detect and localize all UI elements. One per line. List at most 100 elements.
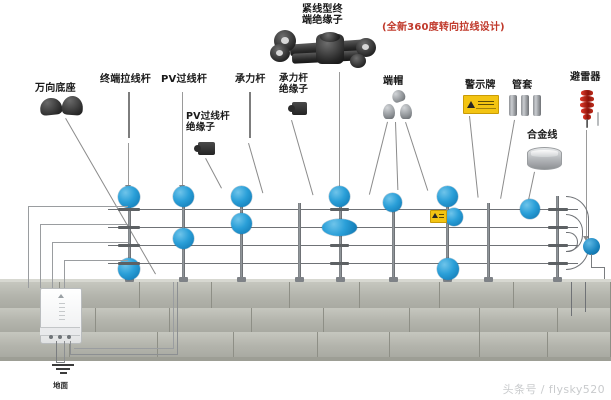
conduit-sleeve-thumbnail-1	[509, 95, 517, 116]
end-cap-thumbnail-3	[400, 104, 412, 119]
wall-top-cap	[0, 279, 611, 282]
controller-bus-riser-2	[173, 282, 174, 348]
fence-post-3-foot	[237, 277, 246, 282]
insulator-post5-wide	[322, 219, 357, 236]
insulator-post2-mid	[173, 228, 194, 249]
insulator-post3-top	[231, 186, 252, 207]
leader-lightning-arrester	[586, 130, 587, 238]
arrester-ground-wall-run-2	[585, 282, 586, 312]
leader-end-cap-1	[368, 121, 388, 195]
wire-clamp-p1-w1	[118, 208, 140, 211]
fence-post-5-foot	[336, 277, 345, 282]
fence-post-6	[392, 203, 395, 282]
end-cap-thumbnail-2	[383, 104, 395, 119]
conduit-sleeve-thumbnail-3	[533, 95, 541, 116]
wire-clamp-pr-w1	[548, 208, 568, 211]
fence-post-8	[487, 203, 490, 282]
controller-ground-lead	[56, 341, 57, 363]
wire-clamp-p1-w3	[118, 244, 140, 247]
label-360-degree-note: (全新360度转向拉线设计)	[382, 22, 505, 33]
arrester-bracket	[597, 112, 599, 126]
wall-course-1	[0, 282, 611, 308]
wire-clamp-p5-w1	[330, 208, 349, 211]
fence-post-1	[128, 196, 131, 282]
label-ground: 地面	[53, 381, 68, 390]
feed-riser-w4	[64, 260, 65, 288]
label-terminal-tension-rod: 终端拉线杆	[100, 74, 151, 85]
wire-clamp-p5-w3	[330, 244, 349, 247]
leader-terminal-tension-rod	[128, 143, 129, 187]
fence-post-terminal-right-foot	[553, 277, 562, 282]
controller-bus-riser	[177, 282, 178, 355]
label-bearing-rod: 承力杆	[235, 74, 266, 85]
leader-conduit-sleeve	[500, 119, 515, 199]
wire-clamp-pr-w4	[548, 262, 568, 265]
warning-sign-on-fence	[430, 210, 447, 223]
leader-bearing-rod-insulator	[291, 120, 314, 196]
feed-riser-w1	[28, 206, 29, 288]
insulator-post7-mid	[445, 208, 463, 226]
label-alloy-wire: 合金线	[527, 130, 558, 141]
insulator-post5-top	[329, 186, 350, 207]
leader-pv-crossover-insulator	[205, 158, 222, 189]
fence-post-2-foot	[179, 277, 188, 282]
label-conduit-sleeve: 管套	[512, 80, 533, 91]
feed-riser-w3	[52, 242, 53, 288]
label-lightning-arrester: 避雷器	[570, 72, 601, 83]
label-tension-terminal-insulator: 紧线型终 端绝缘子	[302, 4, 343, 27]
warning-sign-thumbnail	[463, 95, 499, 114]
insulator-post1-top	[118, 186, 140, 208]
tension-terminal-insulator-thumbnail	[268, 26, 384, 70]
leader-warning-sign	[469, 116, 479, 198]
controller-lead-3	[70, 341, 71, 355]
arrester-ground-run	[591, 267, 605, 268]
feed-run-w2	[40, 224, 128, 225]
leader-bearing-rod	[248, 143, 264, 194]
universal-base-thumbnail-1	[39, 96, 63, 117]
wire-clamp-p5-w4	[330, 262, 349, 265]
fence-post-3	[240, 196, 243, 282]
lightning-arrester-thumbnail	[578, 88, 596, 128]
arrester-ground-wall-run	[571, 282, 572, 316]
label-universal-base: 万向底座	[35, 83, 76, 94]
ground-area	[0, 361, 611, 400]
label-bearing-rod-insulator: 承力杆 绝缘子	[279, 73, 309, 95]
wall-course-2	[0, 308, 611, 332]
controller-ground-lead-h	[56, 362, 64, 363]
label-pv-crossover-rod: PV过线杆	[161, 74, 208, 85]
fence-post-8-foot	[484, 277, 493, 282]
pv-crossover-insulator-thumbnail	[194, 142, 215, 155]
conduit-sleeve-thumbnail-2	[521, 95, 529, 116]
watermark: 头条号 / flysky520	[502, 383, 605, 396]
label-warning-sign: 警示牌	[465, 80, 496, 91]
alloy-wire-thumbnail	[527, 147, 562, 170]
wire-clamp-pr-w2	[548, 226, 568, 229]
feed-run-w3	[52, 242, 128, 243]
fence-controller-box	[40, 288, 82, 344]
leader-end-cap-3	[405, 122, 429, 191]
controller-bus-run-2	[74, 348, 174, 349]
arrester-ground-drop	[604, 267, 605, 279]
label-pv-crossover-insulator: PV过线杆 绝缘子	[186, 111, 230, 133]
feed-riser-w2	[40, 224, 41, 288]
insulator-post7-top	[437, 186, 458, 207]
controller-bus-run	[70, 354, 178, 355]
insulator-post2-top	[173, 186, 194, 207]
fence-post-6-foot	[389, 277, 398, 282]
wire-clamp-p1-w2	[118, 226, 140, 229]
insulator-post7-bottom	[437, 258, 459, 280]
terminal-tension-rod-thumbnail	[128, 92, 130, 138]
bearing-rod-thumbnail	[249, 92, 251, 138]
fence-post-5	[339, 196, 342, 282]
fence-post-4-foot	[295, 277, 304, 282]
fence-post-terminal-right	[556, 196, 559, 282]
insulator-floating-right	[520, 199, 540, 219]
end-cap-thumbnail-1	[390, 88, 407, 104]
leader-end-cap-2	[395, 122, 399, 190]
arrester-mount-blue	[583, 238, 600, 255]
feed-run-w1	[28, 206, 128, 207]
insulator-post3-mid	[231, 213, 252, 234]
feed-run-w4	[64, 260, 128, 261]
leader-tension-terminal	[339, 72, 340, 190]
